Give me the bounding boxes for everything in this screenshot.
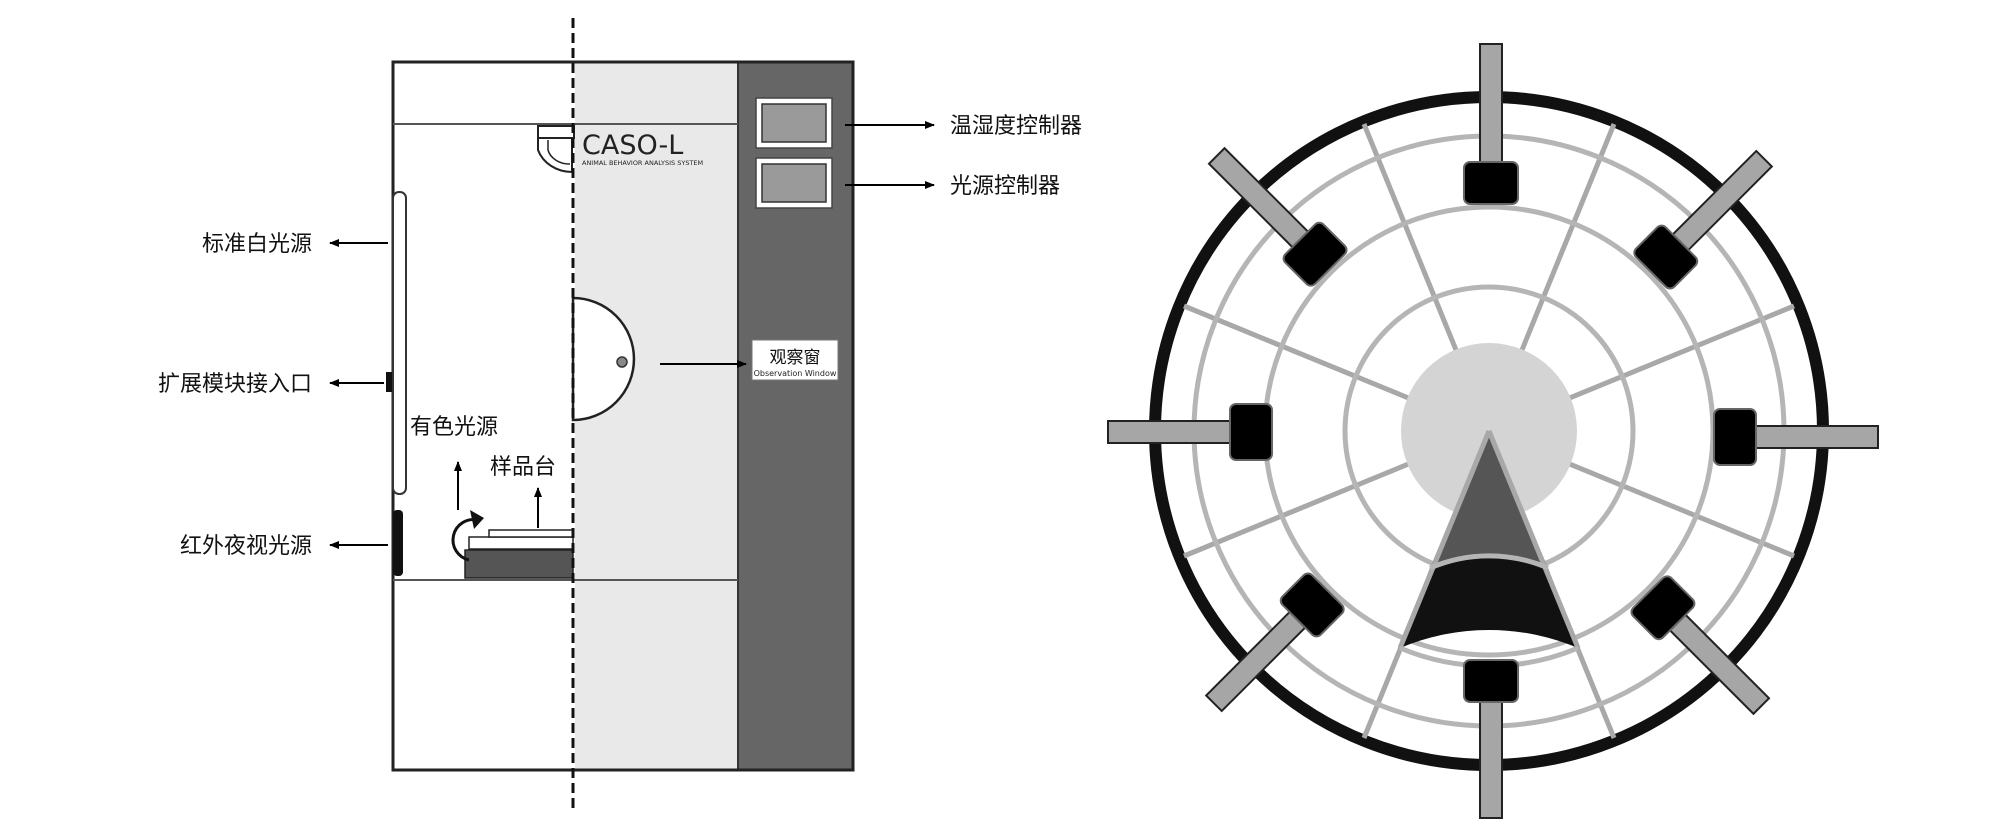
arena-top-view [1107, 43, 1879, 819]
observation-window-shape [571, 296, 636, 422]
infrared-light-bar [393, 510, 403, 576]
cabinet-middle-panel [575, 62, 738, 770]
label-standard-white-light: 标准白光源 [202, 232, 312, 257]
sample-stage-shape [464, 529, 574, 579]
camera-arm-right [1713, 408, 1879, 466]
brand-logo: CASO-L [582, 130, 683, 161]
svg-text:观察窗: 观察窗 [770, 348, 821, 368]
observation-window-label: 观察窗 Observation Window [751, 339, 839, 381]
standard-white-light-tube [392, 191, 407, 495]
camera-arm-top [1463, 43, 1519, 205]
temp-humidity-controller-screen [755, 97, 833, 149]
brand-subtitle: ANIMAL BEHAVIOR ANALYSIS SYSTEM [582, 159, 703, 167]
camera-arm-bottom-right [1630, 575, 1771, 716]
label-infrared-night-light: 红外夜视光源 [180, 534, 312, 559]
camera-arm-top-right [1633, 149, 1774, 290]
camera-arm-bottom [1463, 659, 1519, 819]
label-light-controller: 光源控制器 [950, 174, 1060, 199]
camera-arm-top-left [1207, 146, 1348, 287]
expansion-port-block [386, 372, 392, 392]
camera-arm-bottom-left [1204, 572, 1345, 713]
arena-highlight-sector [1397, 430, 1581, 669]
label-colored-light: 有色光源 [410, 415, 498, 440]
camera-arm-left [1107, 403, 1273, 461]
label-temp-humidity-controller: 温湿度控制器 [950, 114, 1082, 139]
cabinet-diagram: CASO-L ANIMAL BEHAVIOR ANALYSIS SYSTEM [158, 18, 1082, 808]
light-controller-screen [755, 157, 833, 209]
label-expansion-module-port: 扩展模块接入口 [158, 372, 312, 397]
rotate-icon [451, 510, 484, 562]
label-sample-stage: 样品台 [490, 455, 556, 480]
svg-text:Observation Window: Observation Window [754, 369, 837, 378]
